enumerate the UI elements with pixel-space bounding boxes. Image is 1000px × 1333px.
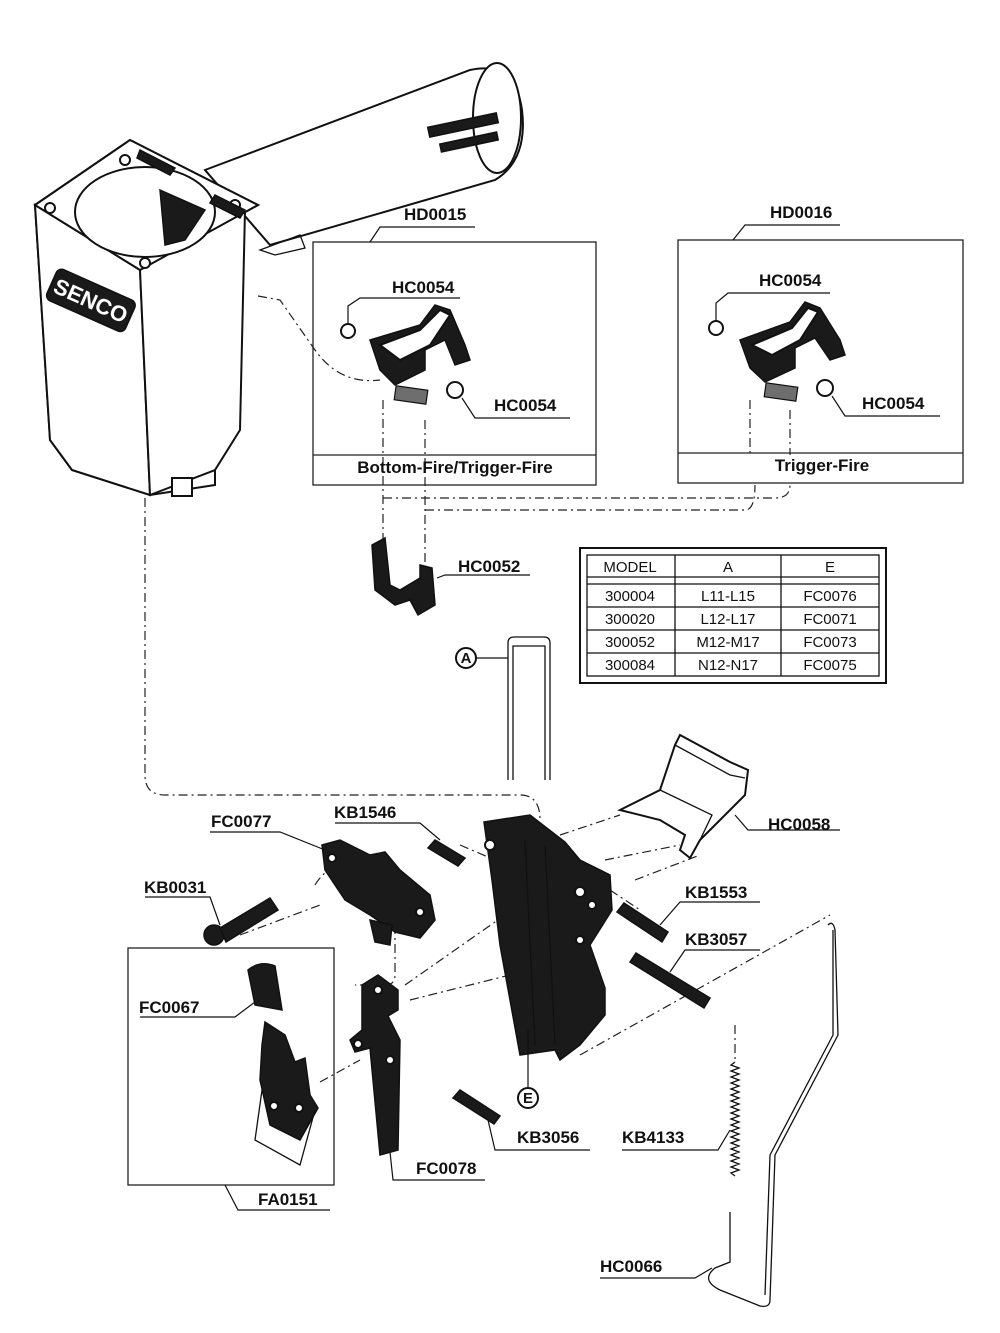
kb4133-part <box>622 1061 741 1177</box>
captions: Bottom-Fire/Trigger-Fire Trigger-Fire <box>357 456 869 477</box>
table-cell: 300084 <box>605 657 655 674</box>
table-cell: FC0075 <box>803 657 856 674</box>
hd0015-box <box>312 226 597 486</box>
table-cell: 300020 <box>605 611 655 628</box>
label-hc0054: HC0054 <box>759 271 822 290</box>
tool-housing: SENCO <box>33 62 524 497</box>
hc0066-part <box>600 922 839 1308</box>
label-fc0078: FC0078 <box>416 1159 476 1178</box>
nose-piece: E <box>483 814 613 1109</box>
part-labels: HD0015 HD0016 HC0054 HC0054 HC0054 HC005… <box>139 203 925 1276</box>
label-hd0015: HD0015 <box>404 205 466 224</box>
label-kb0031: KB0031 <box>144 878 206 897</box>
kb3056-part <box>451 1089 590 1151</box>
model-table: MODEL A E 300004 L11-L15 FC0076 300020 L… <box>579 547 887 684</box>
fc0078-part <box>319 974 485 1181</box>
callout-e-letter: E <box>523 1090 533 1107</box>
table-cell: FC0073 <box>803 634 856 651</box>
label-hd0016: HD0016 <box>770 203 832 222</box>
kb3057-part <box>628 949 760 1010</box>
table-header-e: E <box>825 559 835 576</box>
label-hc0052: HC0052 <box>458 557 520 576</box>
kb1546-part <box>335 822 467 867</box>
label-kb1546: KB1546 <box>334 803 396 822</box>
label-kb3057: KB3057 <box>685 930 747 949</box>
fa0151-box <box>127 947 335 1211</box>
table-cell: L11-L15 <box>701 588 755 605</box>
table-cell: 300004 <box>605 588 655 605</box>
caption-bottom-fire: Bottom-Fire/Trigger-Fire <box>357 458 553 477</box>
hc0052-part <box>371 536 530 617</box>
label-fa0151: FA0151 <box>258 1190 318 1209</box>
kb1553-part <box>615 901 760 944</box>
fc0077-part <box>210 831 436 946</box>
staple-a: A <box>455 636 551 780</box>
hd0016-box <box>677 224 964 484</box>
table-header-model: MODEL <box>603 559 656 576</box>
caption-trigger-fire: Trigger-Fire <box>775 456 869 475</box>
label-kb1553: KB1553 <box>685 883 747 902</box>
label-kb4133: KB4133 <box>622 1128 684 1147</box>
table-cell: N12-N17 <box>698 657 758 674</box>
table-cell: M12-M17 <box>696 634 759 651</box>
label-hc0058: HC0058 <box>768 815 830 834</box>
table-cell: 300052 <box>605 634 655 651</box>
label-hc0054: HC0054 <box>862 394 925 413</box>
label-kb3056: KB3056 <box>517 1128 579 1147</box>
table-cell: L12-L17 <box>700 611 755 628</box>
label-hc0054: HC0054 <box>494 396 557 415</box>
kb0031-part <box>145 896 280 946</box>
table-header-a: A <box>723 559 733 576</box>
label-hc0066: HC0066 <box>600 1257 662 1276</box>
callout-a-letter: A <box>461 650 472 667</box>
assembly-lines <box>144 295 831 1060</box>
table-cell: FC0076 <box>803 588 856 605</box>
label-fc0067: FC0067 <box>139 998 199 1017</box>
hc0058-part <box>617 733 840 860</box>
table-cell: FC0071 <box>803 611 856 628</box>
label-fc0077: FC0077 <box>211 812 271 831</box>
label-hc0054: HC0054 <box>392 278 455 297</box>
